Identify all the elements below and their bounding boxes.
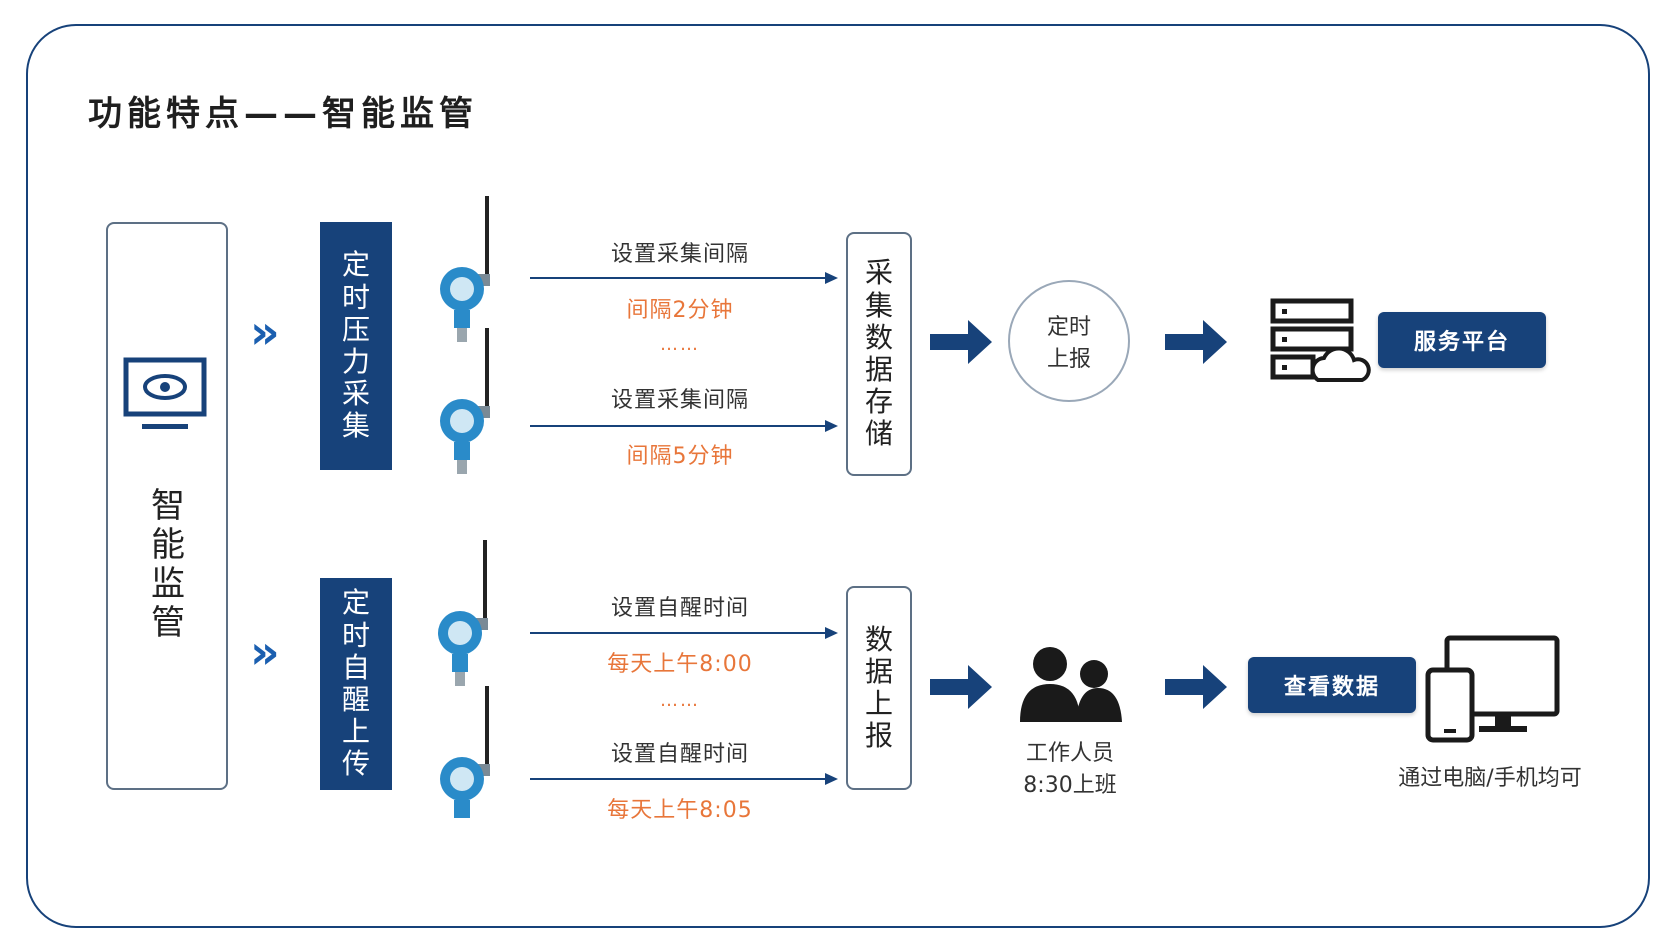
view-data-button[interactable]: 查看数据 bbox=[1248, 657, 1416, 713]
staff-users-icon bbox=[1020, 647, 1122, 722]
flow-label: 设置采集间隔 bbox=[610, 242, 749, 267]
pressure-sensor-icon bbox=[438, 540, 488, 686]
device-caption: 通过电脑/手机均可 bbox=[1398, 766, 1582, 791]
flow-arrow bbox=[530, 272, 838, 284]
flow-value: 间隔5分钟 bbox=[626, 444, 734, 469]
server-cloud-icon bbox=[1270, 298, 1371, 382]
label-char: 管 bbox=[151, 603, 185, 644]
flow-label: 设置自醒时间 bbox=[610, 742, 749, 767]
data-storage-box bbox=[846, 232, 912, 476]
label-char: 能 bbox=[151, 524, 185, 565]
service-platform-button[interactable]: 服务平台 bbox=[1378, 312, 1546, 368]
label-char: 监 bbox=[151, 564, 185, 604]
flow-arrow bbox=[530, 773, 838, 785]
monitor-eye-icon bbox=[123, 357, 207, 429]
data-report-box bbox=[846, 586, 912, 790]
thick-arrow-icon bbox=[930, 665, 992, 709]
flow-label: 设置采集间隔 bbox=[610, 388, 749, 413]
ellipsis: …… bbox=[660, 334, 700, 355]
staff-line: 工作人员 bbox=[1025, 741, 1114, 766]
flow-value: 每天上午8:05 bbox=[607, 798, 753, 823]
chevron-icon-top: » bbox=[250, 305, 280, 359]
smart-monitor-label: 智 能 监 管 bbox=[128, 470, 208, 660]
timed-report-circle: 定时 上报 bbox=[1008, 280, 1130, 402]
staff-line: 8:30上班 bbox=[1023, 773, 1117, 798]
pressure-sensor-icon bbox=[440, 196, 490, 342]
flow-arrow bbox=[530, 627, 838, 639]
page-title: 功能特点——智能监管 bbox=[88, 94, 478, 134]
thick-arrow-icon bbox=[1165, 320, 1227, 364]
flow-arrow bbox=[530, 420, 838, 432]
thick-arrow-icon bbox=[1165, 665, 1227, 709]
flow-value: 每天上午8:00 bbox=[607, 652, 753, 677]
chevron-icon-bottom: » bbox=[250, 625, 280, 679]
timed-wakeup-upload-bar: 定时 自醒 上传 bbox=[320, 578, 392, 790]
computer-phone-icon bbox=[1425, 635, 1560, 743]
label-char: 智 bbox=[151, 485, 185, 526]
staff-caption: 工作人员 8:30上班 bbox=[1000, 738, 1140, 802]
flow-label: 设置自醒时间 bbox=[610, 596, 749, 621]
thick-arrow-icon bbox=[930, 320, 992, 364]
smart-monitor-panel bbox=[106, 222, 228, 790]
circle-line: 上报 bbox=[1046, 347, 1091, 372]
flow-value: 间隔2分钟 bbox=[626, 298, 734, 323]
circle-line: 定时 bbox=[1046, 315, 1091, 340]
data-report-label: 数据 上报 bbox=[864, 622, 893, 753]
pressure-sensor-icon bbox=[440, 686, 490, 818]
pressure-sensor-icon bbox=[440, 328, 490, 474]
timed-pressure-collection-bar: 定时 压力 采集 bbox=[320, 222, 392, 470]
ellipsis: …… bbox=[660, 690, 700, 711]
data-storage-label: 采集 数据 存储 bbox=[864, 256, 893, 451]
card-frame bbox=[26, 24, 1650, 928]
